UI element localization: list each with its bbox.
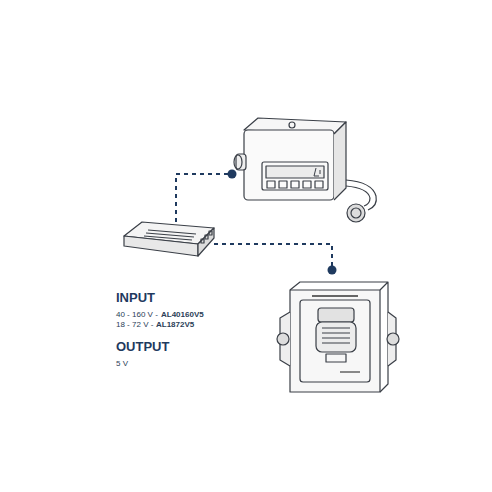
section-heading: OUTPUT xyxy=(116,340,169,353)
input-range: 40 - 160 V - xyxy=(116,311,158,319)
model-code: AL40160V5 xyxy=(161,311,204,319)
output-voltage: 5 V xyxy=(116,360,128,368)
input-range: 18 - 72 V - xyxy=(116,321,153,329)
section-heading: INPUT xyxy=(116,291,155,304)
model-code: AL1872V5 xyxy=(156,321,194,329)
